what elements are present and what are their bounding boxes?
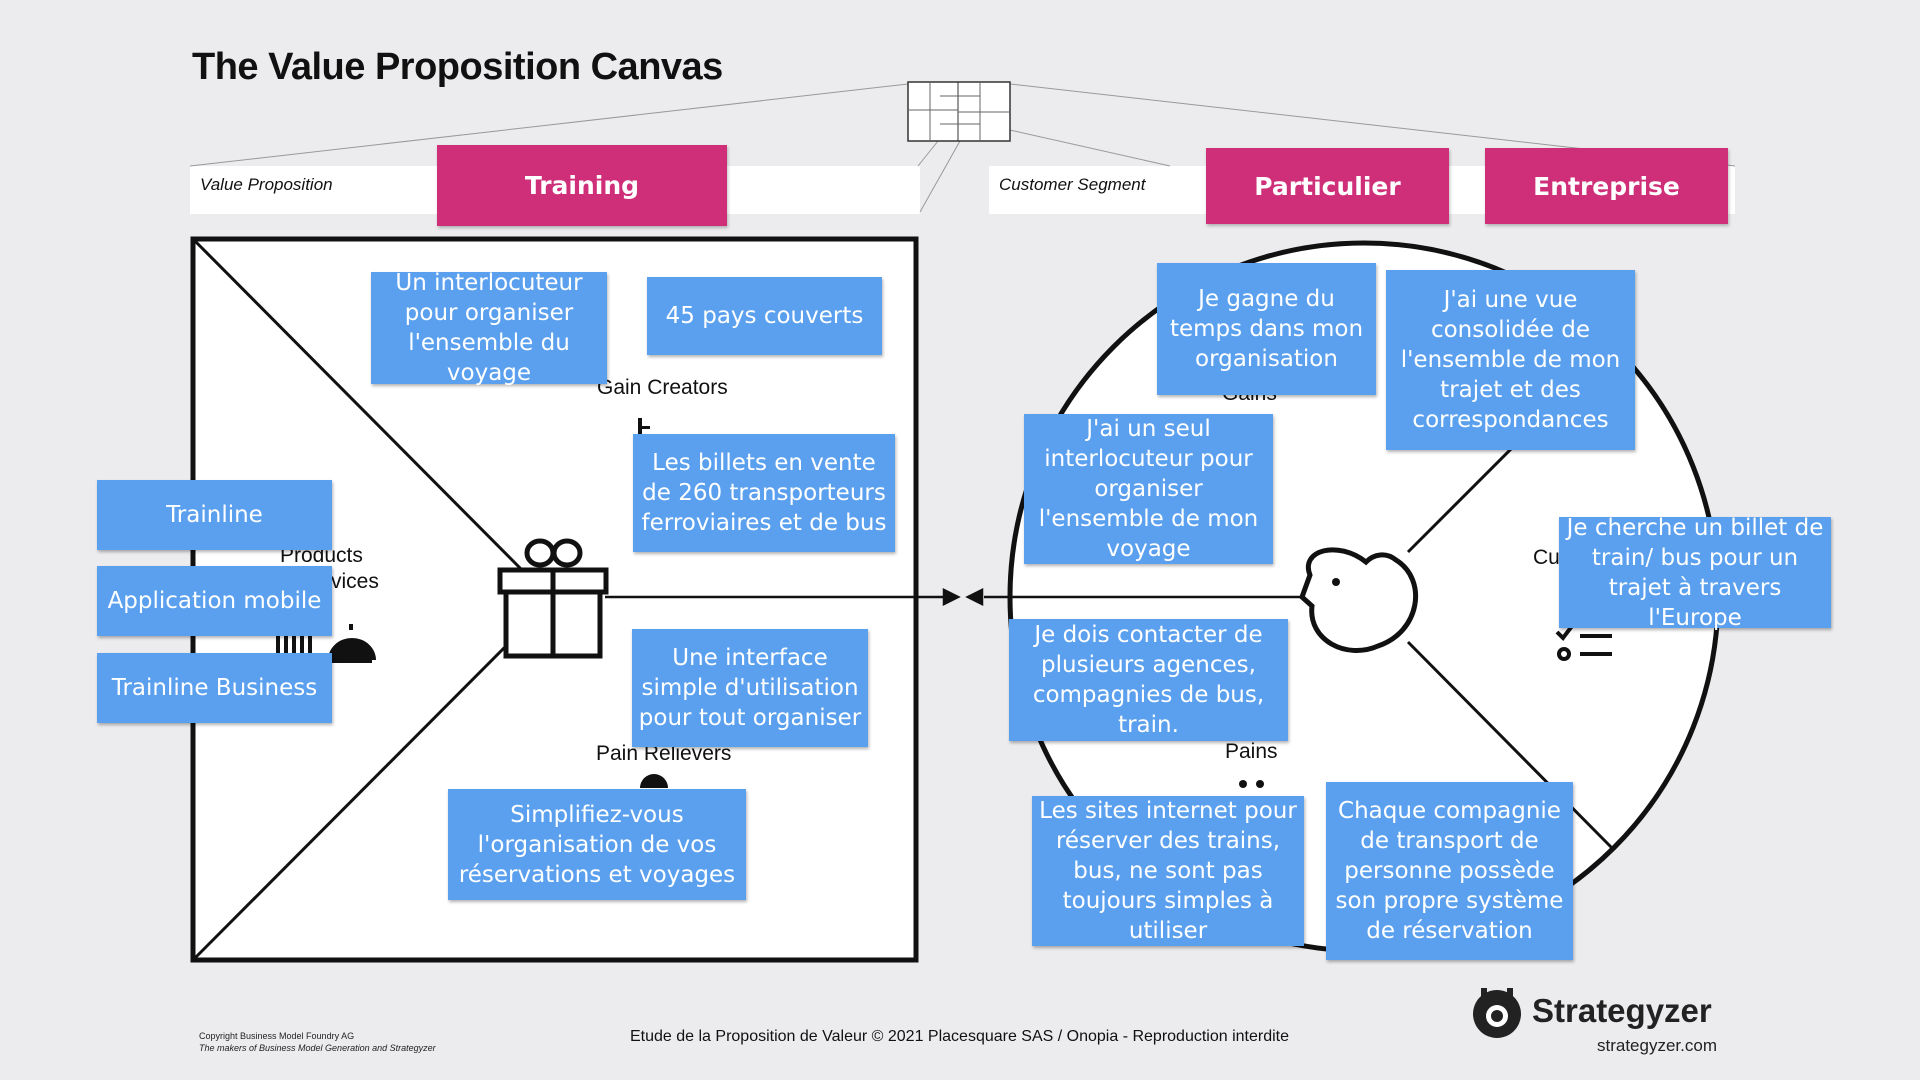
gain-creator-mark-icon: [638, 418, 650, 436]
tab-training[interactable]: Training: [437, 145, 727, 226]
pain-relievers-label: Pain Relievers: [596, 742, 732, 765]
product-note[interactable]: Trainline Business: [97, 653, 332, 723]
mini-canvas-icon: [189, 81, 1736, 213]
checklist-icon: [1555, 624, 1612, 661]
gain-creators-label: Gain Creators: [597, 376, 728, 399]
pain-reliever-note[interactable]: Une interface simple d'utilisation pour …: [632, 629, 868, 747]
product-note[interactable]: Trainline: [97, 480, 332, 550]
pain-reliever-mark-icon: [640, 774, 668, 788]
customer-segment-label: Customer Segment: [999, 175, 1146, 194]
pains-label: Pains: [1225, 740, 1278, 763]
fit-arrows: [916, 587, 1302, 607]
tab-particulier[interactable]: Particulier: [1206, 148, 1449, 224]
value-proposition-label: Value Proposition: [200, 175, 333, 194]
pains-dots-icon: [1239, 780, 1264, 788]
copyright-line: Copyright Business Model Foundry AG: [199, 1031, 355, 1041]
page-title: The Value Proposition Canvas: [192, 46, 723, 88]
customer-job-note[interactable]: Je cherche un billet de train/ bus pour …: [1559, 515, 1831, 631]
brand-name: Strategyzer: [1532, 992, 1712, 1029]
gain-note[interactable]: J'ai une vue consolidée de l'ensemble de…: [1386, 270, 1635, 450]
brand-url[interactable]: strategyzer.com: [1597, 1036, 1717, 1055]
gain-note[interactable]: J'ai un seul interlocuteur pour organise…: [1024, 414, 1273, 564]
pain-note[interactable]: Les sites internet pour réserver des tra…: [1032, 796, 1304, 946]
customer-jobs-label: Cu: [1533, 546, 1560, 569]
footer-notice: Etude de la Proposition de Valeur © 2021…: [630, 1028, 1290, 1045]
face-icon: [1299, 547, 1419, 653]
tab-entreprise[interactable]: Entreprise: [1485, 148, 1728, 224]
pain-note[interactable]: Chaque compagnie de transport de personn…: [1326, 782, 1573, 960]
pain-note[interactable]: Je dois contacter de plusieurs agences, …: [1009, 619, 1288, 741]
strategyzer-logo-icon: [1473, 988, 1521, 1038]
copyright-tagline: The makers of Business Model Generation …: [199, 1043, 436, 1053]
services-label: vices: [331, 570, 379, 593]
gain-note[interactable]: Je gagne du temps dans mon organisation: [1157, 263, 1376, 395]
service-bell-icon: [276, 624, 376, 663]
gain-creator-note[interactable]: 45 pays couverts: [647, 277, 882, 355]
product-note[interactable]: Application mobile: [97, 566, 332, 636]
pain-reliever-note[interactable]: Simplifiez-vous l'organisation de vos ré…: [448, 789, 746, 900]
gain-creator-note[interactable]: Les billets en vente de 260 transporteur…: [633, 434, 895, 552]
gain-creator-note[interactable]: Un interlocuteur pour organiser l'ensemb…: [371, 270, 607, 386]
gift-icon: [497, 538, 609, 659]
